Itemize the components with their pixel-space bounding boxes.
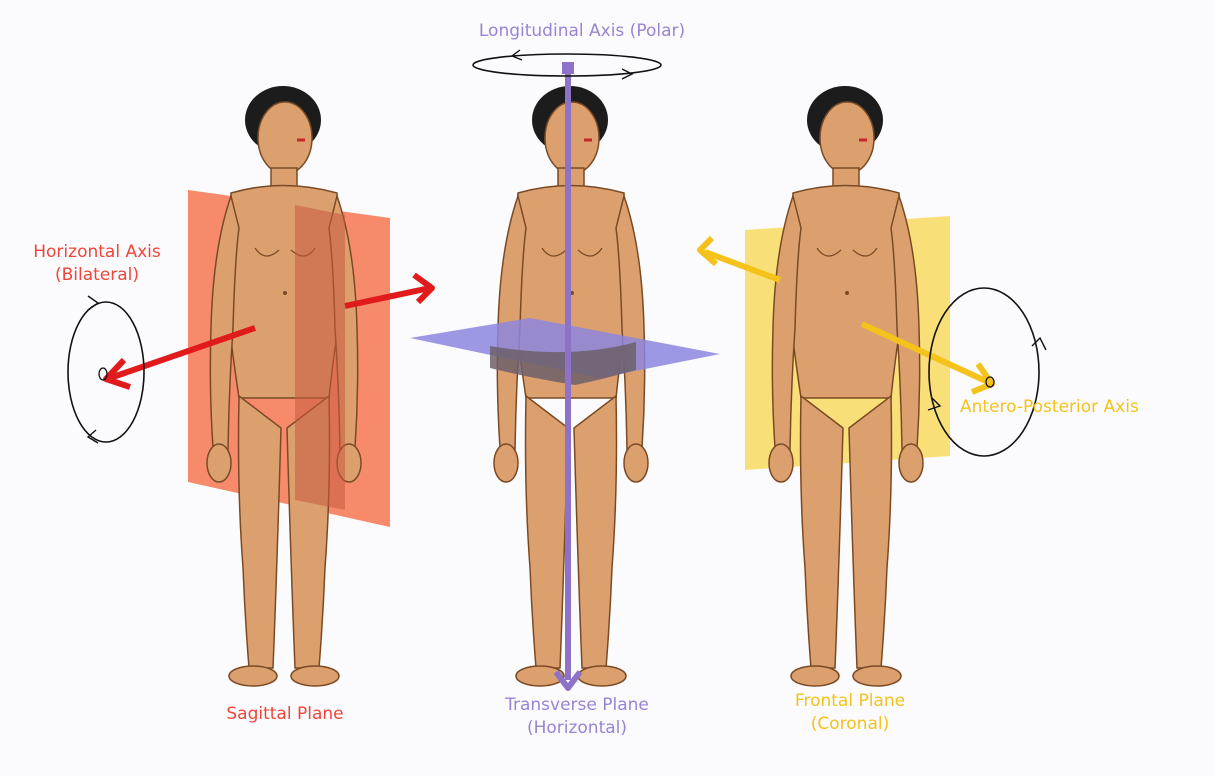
frontal-plane-label: Frontal Plane (Coronal) [770,690,930,736]
antero-posterior-axis-label: Antero-Posterior Axis [960,396,1170,419]
transverse-plane-label-line2: (Horizontal) [487,717,667,740]
sagittal-plane-label: Sagittal Plane [205,703,365,726]
frontal-plane-label-line2: (Coronal) [770,713,930,736]
transverse-plane-label: Transverse Plane (Horizontal) [487,694,667,740]
transverse-plane-label-line1: Transverse Plane [487,694,667,717]
figure-frontal [769,86,923,686]
frontal-plane-label-line1: Frontal Plane [770,690,930,713]
horizontal-axis-label-line2: (Bilateral) [22,264,172,287]
horizontal-axis-label: Horizontal Axis (Bilateral) [22,241,172,287]
horizontal-axis-label-line1: Horizontal Axis [22,241,172,264]
longitudinal-axis-label: Longitudinal Axis (Polar) [462,20,702,43]
sagittal-plane-front-overlay [295,205,345,510]
